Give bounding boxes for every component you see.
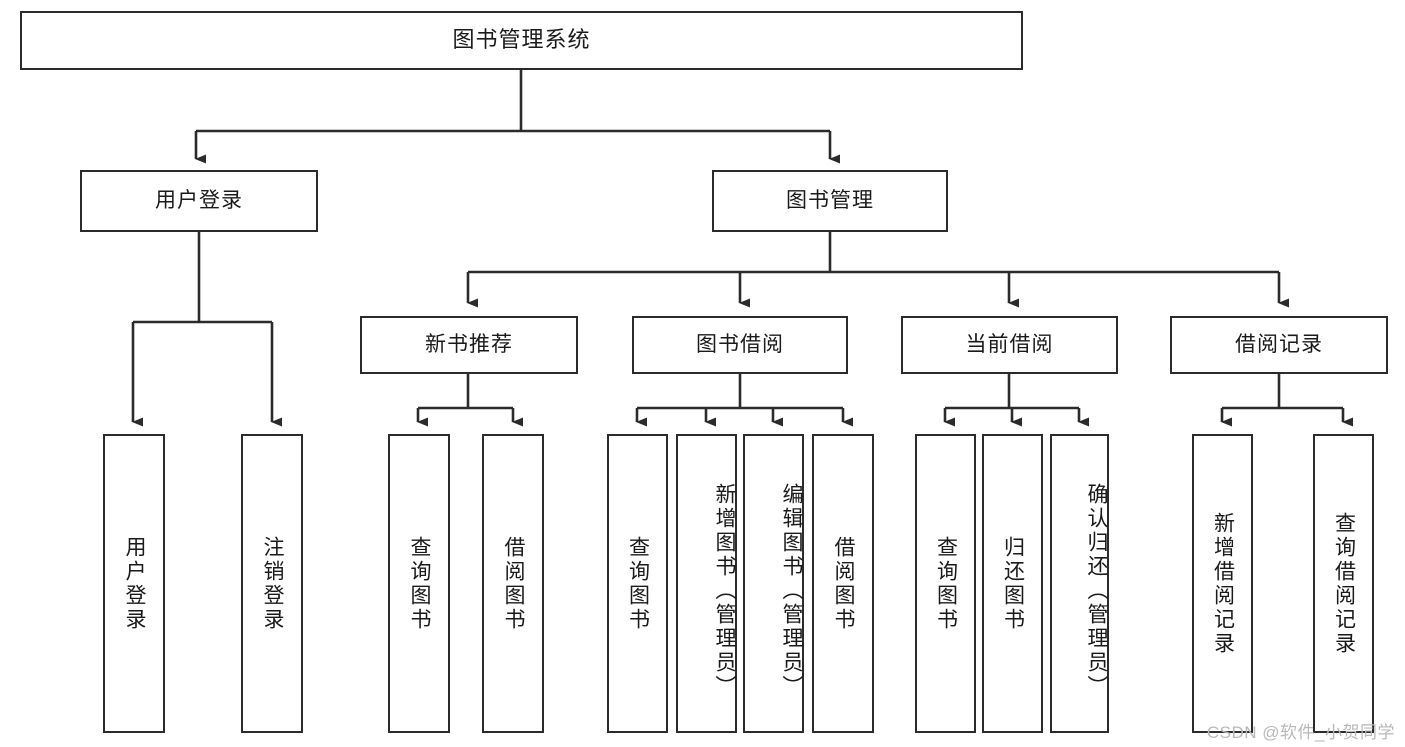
leaf-book-borrow-query[interactable]: 查询图书: [607, 434, 668, 733]
leaf-user-login-logout[interactable]: 注销登录: [241, 434, 303, 733]
leaf-user-login-login[interactable]: 用户登录: [103, 434, 165, 733]
watermark-credit: CSDN @软件_小贺同学: [1206, 723, 1395, 742]
node-borrow-record[interactable]: 借阅记录: [1170, 316, 1388, 374]
leaf-current-borrow-query[interactable]: 查询图书: [915, 434, 976, 733]
node-book-borrow[interactable]: 图书借阅: [632, 316, 848, 374]
leaf-current-borrow-confirm-return[interactable]: 确认归还（管理员）: [1050, 434, 1109, 733]
node-user-login[interactable]: 用户登录: [80, 170, 318, 232]
node-new-book-recommend[interactable]: 新书推荐: [360, 316, 578, 374]
node-current-borrow[interactable]: 当前借阅: [901, 316, 1118, 374]
leaf-new-book-query[interactable]: 查询图书: [388, 434, 450, 733]
leaf-book-borrow-lend[interactable]: 借阅图书: [812, 434, 874, 733]
leaf-new-book-borrow[interactable]: 借阅图书: [482, 434, 544, 733]
node-root-system[interactable]: 图书管理系统: [20, 11, 1023, 70]
leaf-borrow-record-add[interactable]: 新增借阅记录: [1192, 434, 1253, 733]
leaf-current-borrow-return[interactable]: 归还图书: [982, 434, 1043, 733]
leaf-book-borrow-add[interactable]: 新增图书（管理员）: [676, 434, 737, 733]
node-book-management[interactable]: 图书管理: [712, 170, 948, 232]
leaf-book-borrow-edit[interactable]: 编辑图书（管理员）: [743, 434, 804, 733]
leaf-borrow-record-query[interactable]: 查询借阅记录: [1313, 434, 1374, 733]
